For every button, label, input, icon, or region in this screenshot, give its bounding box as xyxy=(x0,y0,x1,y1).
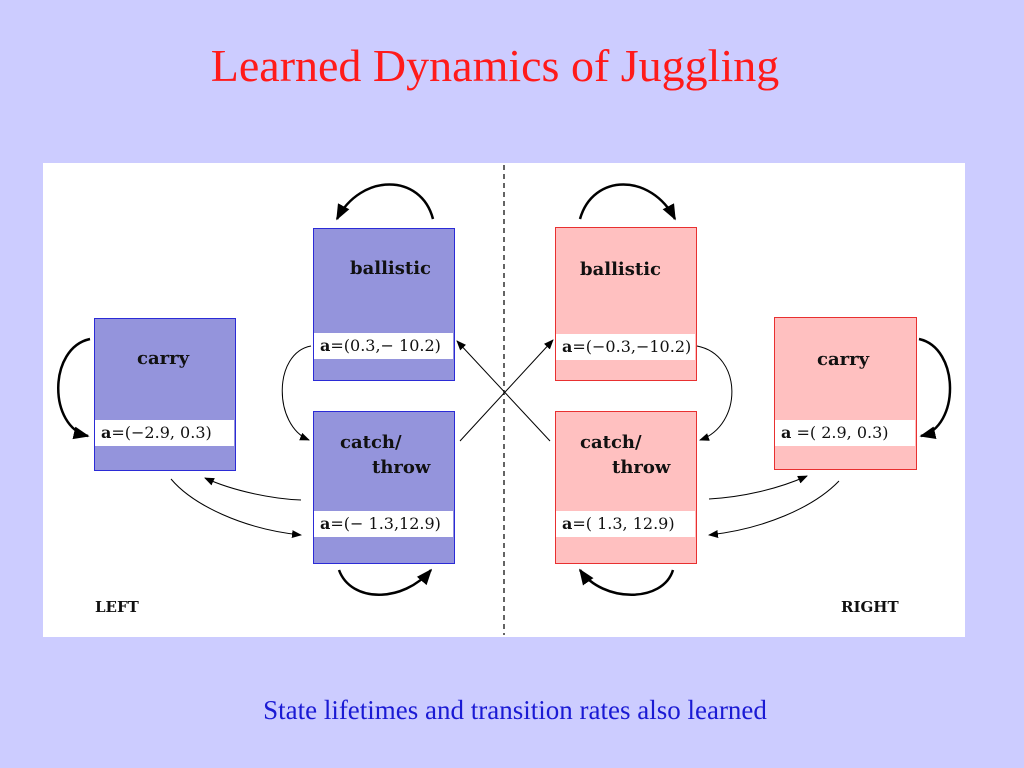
left-catch-throw-state: catch/ throw a=(− 1.3,12.9) xyxy=(313,411,455,564)
param-symbol: a xyxy=(101,423,112,442)
left-carry-params: a=(−2.9, 0.3) xyxy=(95,420,234,446)
param-symbol: a xyxy=(320,514,331,533)
slide-title: Learned Dynamics of Juggling xyxy=(210,40,780,91)
left-ballistic-label: ballistic xyxy=(350,258,432,279)
transition-arrows xyxy=(57,165,952,635)
juggling-state-diagram: carry a=(−2.9, 0.3) ballistic a=(0.3,− 1… xyxy=(43,163,965,637)
left-catch-to-right-ballistic-arrow xyxy=(459,339,554,442)
left-ballistic-state: ballistic a=(0.3,− 10.2) xyxy=(313,228,455,381)
left-throw-label-line2: throw xyxy=(372,457,431,478)
left-ballistic-self-loop xyxy=(335,183,435,221)
left-carry-self-loop xyxy=(57,337,91,440)
right-carry-params: a =( 2.9, 0.3) xyxy=(775,420,915,446)
slide-caption: State lifetimes and transition rates als… xyxy=(263,695,767,725)
right-catch-throw-param-value: =( 1.3, 12.9) xyxy=(572,514,675,533)
right-carry-state: carry a =( 2.9, 0.3) xyxy=(774,317,917,470)
left-catch-throw-self-loop xyxy=(337,568,433,596)
right-ballistic-params: a=(−0.3,−10.2) xyxy=(556,334,695,360)
left-ballistic-param-value: =(0.3,− 10.2) xyxy=(330,336,441,355)
param-symbol: a xyxy=(562,337,573,356)
right-ballistic-to-catch-arrow xyxy=(696,345,733,441)
right-throw-label-line2: throw xyxy=(612,457,671,478)
right-ballistic-param-value: =(−0.3,−10.2) xyxy=(572,337,692,356)
right-hand-label: RIGHT xyxy=(841,598,899,616)
right-carry-self-loop xyxy=(918,337,952,439)
right-ballistic-self-loop xyxy=(578,183,677,221)
left-catch-label-line1: catch/ xyxy=(340,432,402,453)
right-catch-throw-self-loop xyxy=(578,568,675,596)
left-catch-to-carry-arrow xyxy=(204,477,302,501)
left-carry-label: carry xyxy=(137,348,190,369)
left-catch-throw-params: a=(− 1.3,12.9) xyxy=(314,511,453,537)
param-symbol: a xyxy=(781,423,792,442)
right-ballistic-state: ballistic a=(−0.3,−10.2) xyxy=(555,227,697,381)
right-catch-to-carry-arrow xyxy=(708,475,808,500)
param-symbol: a xyxy=(562,514,573,533)
right-carry-label: carry xyxy=(817,349,870,370)
right-carry-param-value: =( 2.9, 0.3) xyxy=(791,423,889,442)
left-ballistic-to-catch-arrow xyxy=(281,345,312,441)
right-ballistic-label: ballistic xyxy=(580,259,662,280)
left-catch-throw-param-value: =(− 1.3,12.9) xyxy=(330,514,441,533)
right-catch-throw-state: catch/ throw a=( 1.3, 12.9) xyxy=(555,411,697,564)
left-ballistic-params: a=(0.3,− 10.2) xyxy=(314,333,453,359)
left-carry-param-value: =(−2.9, 0.3) xyxy=(111,423,212,442)
right-catch-throw-params: a=( 1.3, 12.9) xyxy=(556,511,695,537)
right-catch-to-left-ballistic-arrow xyxy=(456,340,551,442)
left-carry-to-catch-arrow xyxy=(170,478,302,539)
right-carry-to-catch-arrow xyxy=(708,480,840,538)
right-catch-label-line1: catch/ xyxy=(580,432,642,453)
left-hand-label: LEFT xyxy=(95,598,139,616)
param-symbol: a xyxy=(320,336,331,355)
left-carry-state: carry a=(−2.9, 0.3) xyxy=(94,318,236,471)
